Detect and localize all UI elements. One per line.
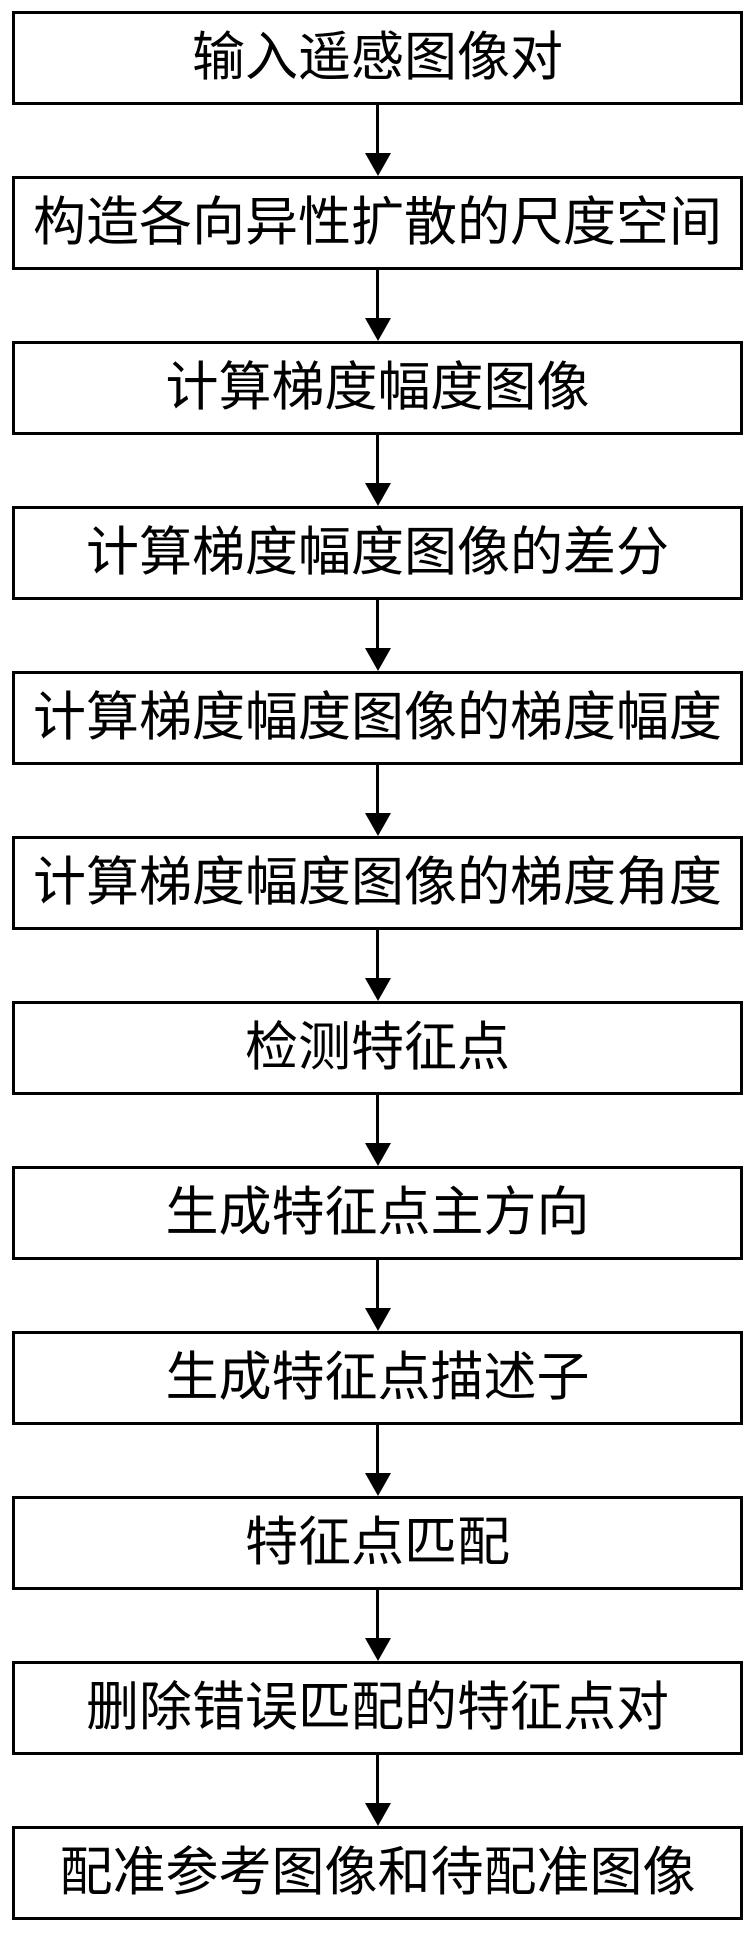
flowchart-step: 检测特征点 xyxy=(12,1001,743,1095)
arrow-stem xyxy=(376,105,379,153)
arrow-down-icon xyxy=(12,1260,743,1331)
arrow-stem xyxy=(376,1095,379,1143)
arrow-stem xyxy=(376,270,379,318)
step-label: 计算梯度幅度图像的差分 xyxy=(86,523,669,582)
flowchart-step: 计算梯度幅度图像的差分 xyxy=(12,506,743,600)
arrow-down-icon xyxy=(12,1590,743,1661)
arrow-head xyxy=(364,1143,391,1166)
arrow-stem xyxy=(376,1260,379,1308)
arrow-head xyxy=(364,153,391,176)
arrow-stem xyxy=(376,435,379,483)
flowchart-step: 构造各向异性扩散的尺度空间 xyxy=(12,176,743,270)
step-label: 生成特征点描述子 xyxy=(165,1348,590,1407)
flowchart-step: 计算梯度幅度图像的梯度幅度 xyxy=(12,671,743,765)
arrow-down-icon xyxy=(12,435,743,506)
flowchart-step: 特征点匹配 xyxy=(12,1496,743,1590)
arrow-stem xyxy=(376,1425,379,1473)
arrow-head xyxy=(364,648,391,671)
step-label: 计算梯度幅度图像 xyxy=(165,358,590,417)
flowchart-step: 生成特征点描述子 xyxy=(12,1331,743,1425)
step-label: 生成特征点主方向 xyxy=(165,1183,590,1242)
flowchart-step: 计算梯度幅度图像的梯度角度 xyxy=(12,836,743,930)
step-label: 检测特征点 xyxy=(245,1018,510,1077)
arrow-head xyxy=(364,978,391,1001)
arrow-head xyxy=(364,1638,391,1661)
arrow-head xyxy=(364,483,391,506)
arrow-head xyxy=(364,318,391,341)
arrow-head xyxy=(364,1803,391,1826)
arrow-down-icon xyxy=(12,1425,743,1496)
arrow-stem xyxy=(376,765,379,813)
step-label: 构造各向异性扩散的尺度空间 xyxy=(33,193,722,252)
arrow-stem xyxy=(376,1590,379,1638)
arrow-head xyxy=(364,1308,391,1331)
arrow-down-icon xyxy=(12,930,743,1001)
arrow-stem xyxy=(376,930,379,978)
step-label: 删除错误匹配的特征点对 xyxy=(86,1678,669,1737)
flowchart-step: 计算梯度幅度图像 xyxy=(12,341,743,435)
arrow-stem xyxy=(376,1755,379,1803)
flowchart-step: 配准参考图像和待配准图像 xyxy=(12,1826,743,1920)
flowchart-step: 输入遥感图像对 xyxy=(12,11,743,105)
arrow-head xyxy=(364,1473,391,1496)
arrow-down-icon xyxy=(12,765,743,836)
arrow-down-icon xyxy=(12,1095,743,1166)
arrow-head xyxy=(364,813,391,836)
step-label: 计算梯度幅度图像的梯度幅度 xyxy=(33,688,722,747)
arrow-down-icon xyxy=(12,270,743,341)
flowchart-step: 生成特征点主方向 xyxy=(12,1166,743,1260)
arrow-down-icon xyxy=(12,1755,743,1826)
arrow-down-icon xyxy=(12,600,743,671)
step-label: 配准参考图像和待配准图像 xyxy=(59,1843,696,1902)
step-label: 计算梯度幅度图像的梯度角度 xyxy=(33,853,722,912)
step-label: 特征点匹配 xyxy=(245,1513,510,1572)
flowchart-step: 删除错误匹配的特征点对 xyxy=(12,1661,743,1755)
step-label: 输入遥感图像对 xyxy=(192,28,563,87)
arrow-down-icon xyxy=(12,105,743,176)
arrow-stem xyxy=(376,600,379,648)
